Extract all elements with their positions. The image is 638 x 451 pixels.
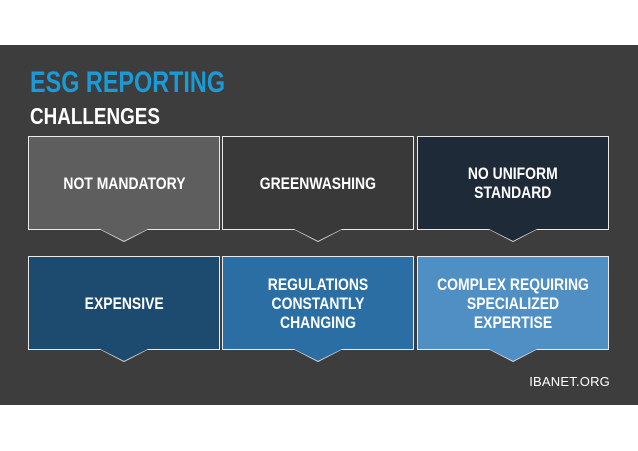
card-pointer: [489, 349, 537, 361]
card-pointer: [100, 229, 148, 241]
slide-title: ESG REPORTING: [30, 66, 226, 99]
card-pointer: [489, 229, 537, 241]
card-pointer: [100, 349, 148, 361]
challenge-card-label: NO UNIFORM STANDARD: [468, 164, 558, 202]
challenge-card-not-mandatory: NOT MANDATORY: [28, 136, 220, 242]
source-footer: IBANET.ORG: [529, 374, 610, 389]
card-pointer: [294, 349, 342, 361]
slide-subtitle: CHALLENGES: [30, 103, 160, 129]
challenge-card-complex-expertise: COMPLEX REQUIRING SPECIALIZED EXPERTISE: [417, 256, 609, 362]
challenge-card-label: NOT MANDATORY: [62, 173, 186, 193]
slide-panel: ESG REPORTING CHALLENGES NOT MANDATORY G…: [0, 45, 638, 405]
challenge-card-label: REGULATIONS CONSTANTLY CHANGING: [267, 274, 369, 332]
challenge-card-greenwashing: GREENWASHING: [222, 136, 414, 242]
challenge-card-regulations-changing: REGULATIONS CONSTANTLY CHANGING: [222, 256, 414, 362]
challenge-card-label: COMPLEX REQUIRING SPECIALIZED EXPERTISE: [437, 274, 589, 332]
challenge-card-label: EXPENSIVE: [84, 293, 164, 313]
challenge-card-label: GREENWASHING: [259, 173, 377, 193]
challenge-card-no-uniform-standard: NO UNIFORM STANDARD: [417, 136, 609, 242]
challenge-card-expensive: EXPENSIVE: [28, 256, 220, 362]
card-pointer: [294, 229, 342, 241]
